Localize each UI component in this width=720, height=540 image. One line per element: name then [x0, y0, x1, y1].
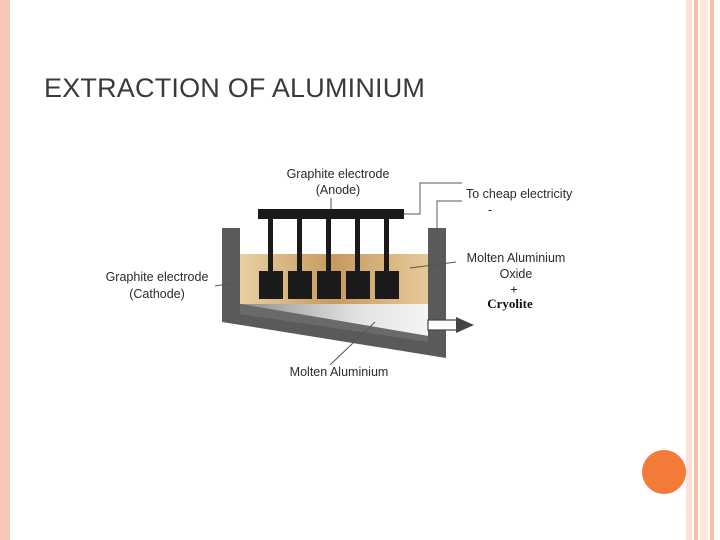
anode-wire	[404, 182, 462, 215]
cryolite-label: Cryolite	[487, 296, 533, 311]
cathode-leader	[214, 281, 241, 287]
left-border-stripe	[0, 0, 10, 540]
outflow-arrow	[427, 317, 474, 333]
right-border-stripe	[694, 0, 698, 540]
cathode-lining	[240, 300, 428, 342]
cathode-wire	[436, 200, 462, 228]
cathode-label-line2: (Cathode)	[129, 287, 185, 301]
anode-label-line2: (Anode)	[316, 183, 360, 197]
electricity-sign: -	[488, 203, 492, 217]
oxide-leader	[409, 261, 457, 269]
right-border-stripe	[686, 0, 692, 540]
plus-sign: +	[510, 282, 517, 297]
anode-electrodes	[259, 219, 399, 299]
cathode-label-line1: Graphite electrode	[106, 270, 209, 284]
right-border-stripe	[710, 0, 714, 540]
oxide-label-line2: Oxide	[500, 267, 533, 281]
oxide-label-line1: Molten Aluminium	[467, 251, 566, 265]
electricity-label: To cheap electricity	[466, 187, 573, 201]
slide-title: EXTRACTION OF ALUMINIUM	[44, 73, 426, 103]
anode-bar	[258, 209, 404, 219]
right-border-stripe	[700, 0, 708, 540]
molten-aluminium-label: Molten Aluminium	[290, 365, 389, 379]
anode-label-line1: Graphite electrode	[287, 167, 390, 181]
decorative-orange-circle	[642, 450, 686, 494]
molten-leader	[329, 321, 376, 366]
